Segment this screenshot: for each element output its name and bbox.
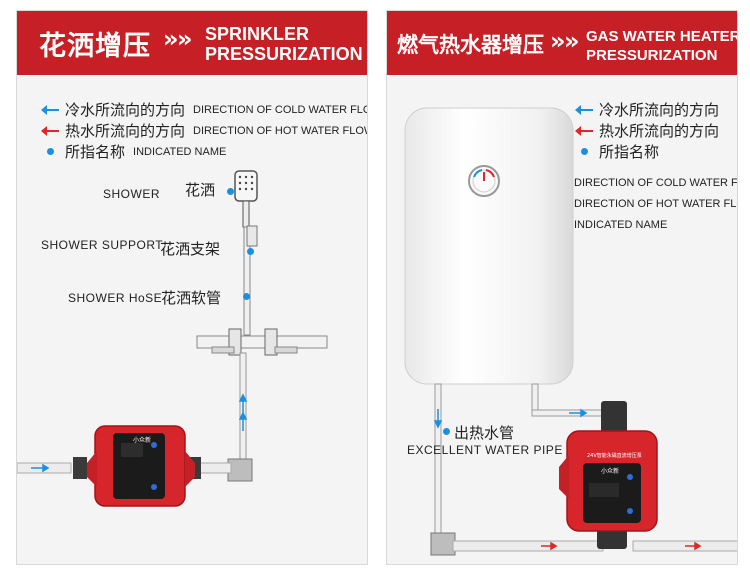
label-shower-en: SHOWER [103,187,160,201]
pump-label: 小众新 [133,437,152,444]
label-shower-zh: 花洒 [185,181,216,199]
sprinkler-title-en-2: PRESSURIZATION [205,44,363,64]
legend-en-hot: DIRECTION OF HOT WATER FLOW [574,198,738,210]
blue-dot-icon [47,148,54,155]
red-arrow-icon [575,125,593,136]
legend-en-cold: DIRECTION OF COLD WATER FLOW [574,177,738,189]
gas-heater-title-en-1: GAS WATER HEATER [586,28,738,45]
point-hose [243,293,250,300]
legend-hot: 热水所流向的方向 DIRECTION OF HOT WATER FLOW [41,120,367,141]
blue-dot-icon [581,148,588,155]
label-support-en: SHOWER SUPPORT [41,238,164,252]
blue-arrow-icon [575,104,593,115]
label-hose-en: SHOWER HoSE [68,291,163,305]
legend-cold: 冷水所流向的方向 [575,99,719,120]
pipe-label-en: EXCELLENT WATER PIPE [407,443,563,457]
point-support [247,248,254,255]
legend-en-name: INDICATED NAME [574,219,668,231]
blue-arrow-icon [41,104,59,115]
heater-diagram [404,107,737,556]
gas-heater-title-en-2: PRESSURIZATION [586,47,718,64]
water-heater-tank [404,107,574,385]
sprinkler-title-en-1: SPRINKLER [205,24,310,44]
sprinkler-header: 花洒增压 » » SPRINKLER PRESSURIZATION [17,11,367,75]
shower-head-icon [234,170,258,202]
point-hot-pipe [443,428,450,435]
sprinkler-panel: 花洒增压 » » SPRINKLER PRESSURIZATION 冷水所流向的… [16,10,368,565]
label-support-zh: 花洒支架 [160,240,221,258]
legend-name: 所指名称 [575,141,659,162]
legend-name: 所指名称 INDICATED NAME [41,141,226,162]
legend-cold: 冷水所流向的方向 DIRECTION OF COLD WATER FLOW [41,99,367,120]
legend-hot: 热水所流向的方向 [575,120,719,141]
shower-diagram [17,170,328,507]
pump-label: 小众新 [601,468,620,475]
sprinkler-title-zh: 花洒增压 [39,31,151,62]
point-shower [227,188,234,195]
gas-heater-header: 燃气热水器增压 » » GAS WATER HEATER PRESSURIZAT… [387,11,737,75]
gas-heater-panel: 燃气热水器增压 » » GAS WATER HEATER PRESSURIZAT… [386,10,738,565]
pump-top-fitting [601,401,627,437]
label-hose-zh: 花洒软管 [161,289,222,307]
gas-heater-title-zh: 燃气热水器增压 [397,33,544,57]
pump-top-text: 24V智能永磁直流增压泵 [587,453,642,459]
pipe-label-zh: 出热水管 [454,424,515,442]
red-arrow-icon [41,125,59,136]
